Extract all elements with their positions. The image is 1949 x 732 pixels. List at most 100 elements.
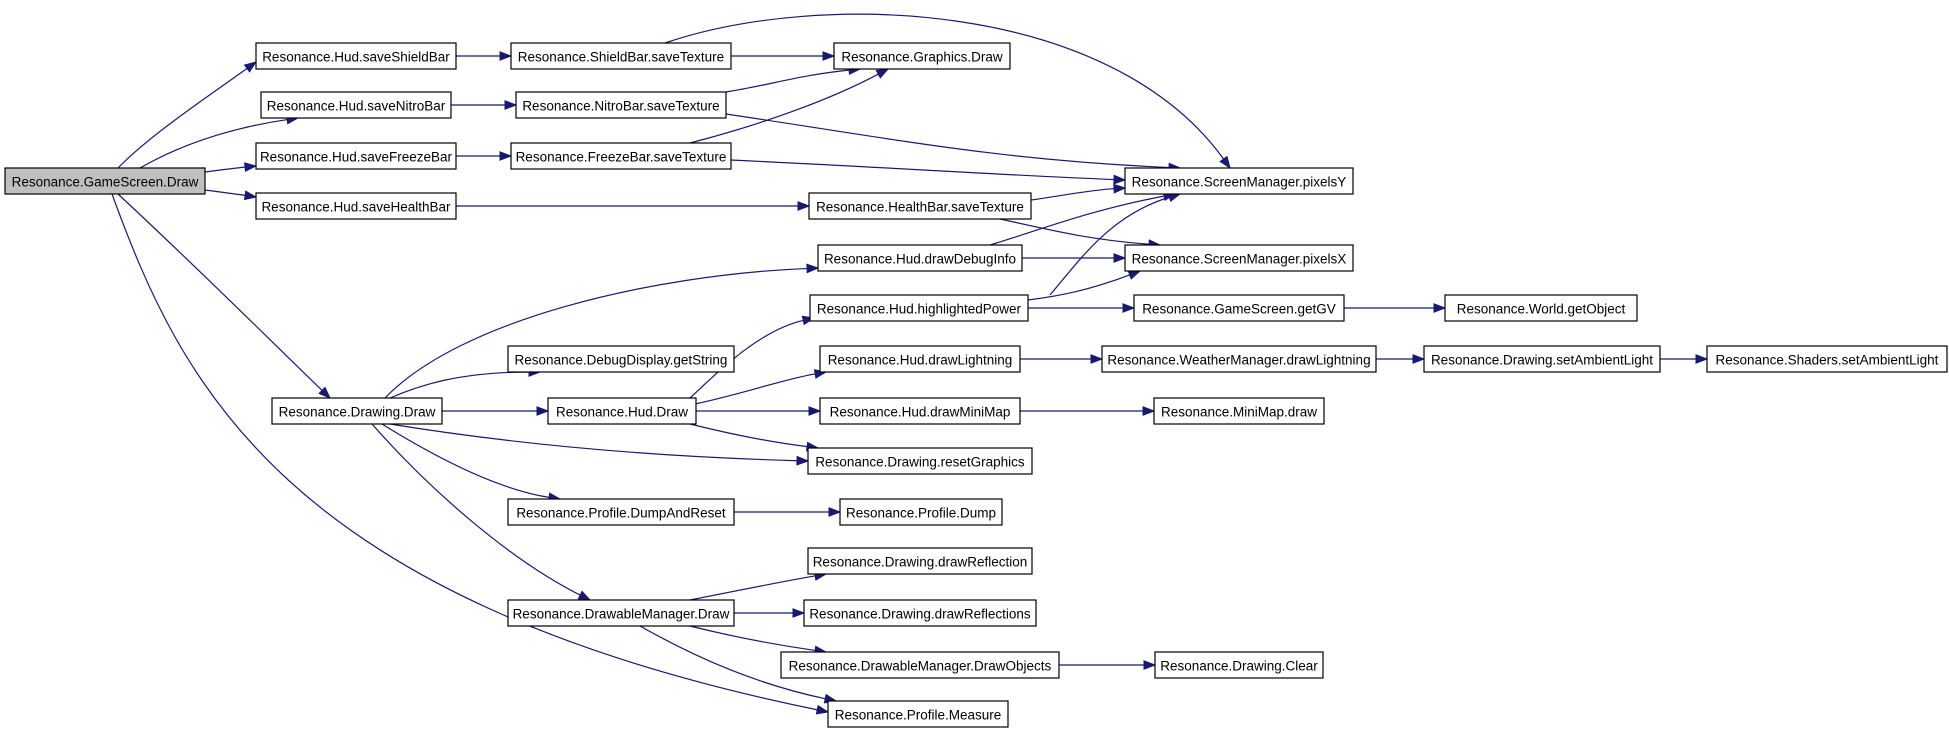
node-box[interactable] — [1423, 345, 1661, 373]
node-hud-drawdebuginfo[interactable]: Resonance.Hud.drawDebugInfo — [817, 244, 1023, 272]
node-box[interactable] — [1101, 345, 1377, 373]
edge-line — [389, 423, 799, 462]
node-nitrobar-savetexture[interactable]: Resonance.NitroBar.saveTexture — [515, 91, 727, 119]
node-hud-savefreezebar[interactable]: Resonance.Hud.saveFreezeBar — [255, 142, 457, 170]
node-gamescreen-draw[interactable]: Resonance.GameScreen.Draw — [4, 167, 206, 195]
node-screenmanager-pixelsx[interactable]: Resonance.ScreenManager.pixelsX — [1124, 244, 1354, 272]
node-box[interactable] — [271, 397, 443, 425]
edge-arrowhead — [815, 704, 830, 715]
node-label: Resonance.Drawing.drawReflections — [809, 607, 1031, 622]
node-box[interactable] — [780, 651, 1060, 679]
node-drawablemanager-drawobjects[interactable]: Resonance.DrawableManager.DrawObjects — [780, 651, 1060, 679]
edge-arrowhead — [1113, 253, 1127, 263]
node-drawing-draw[interactable]: Resonance.Drawing.Draw — [271, 397, 443, 425]
edge-line — [664, 13, 1225, 161]
node-box[interactable] — [839, 498, 1003, 526]
node-healthbar-savetexture[interactable]: Resonance.HealthBar.saveTexture — [808, 192, 1032, 220]
edge-line — [639, 625, 827, 700]
edge-hud_highlightedpower-to-gamescreen_getgv — [1027, 303, 1136, 313]
node-world-getobject[interactable]: Resonance.World.getObject — [1444, 294, 1638, 322]
node-drawing-drawreflection[interactable]: Resonance.Drawing.drawReflection — [807, 547, 1033, 575]
node-label: Resonance.GameScreen.Draw — [12, 175, 199, 190]
node-box[interactable] — [1124, 167, 1354, 195]
edge-arrowhead — [577, 590, 592, 601]
node-debugdisplay-getstring[interactable]: Resonance.DebugDisplay.getString — [507, 345, 735, 373]
node-box[interactable] — [507, 599, 735, 627]
node-box[interactable] — [807, 447, 1033, 475]
node-box[interactable] — [819, 397, 1021, 425]
node-box[interactable] — [260, 91, 452, 119]
edge-hud_saveshieldbar-to-shieldbar_savetexture — [456, 51, 513, 61]
node-box[interactable] — [1706, 345, 1948, 373]
node-box[interactable] — [819, 345, 1021, 373]
node-box[interactable] — [4, 167, 206, 195]
node-minimap-draw[interactable]: Resonance.MiniMap.draw — [1153, 397, 1325, 425]
node-box[interactable] — [1444, 294, 1638, 322]
node-weathermanager-drawlightning[interactable]: Resonance.WeatherManager.drawLightning — [1101, 345, 1377, 373]
node-label: Resonance.Hud.saveHealthBar — [261, 200, 451, 215]
node-hud-savehealthbar[interactable]: Resonance.Hud.saveHealthBar — [255, 192, 457, 220]
node-box[interactable] — [827, 700, 1009, 728]
node-drawing-drawreflections[interactable]: Resonance.Drawing.drawReflections — [803, 599, 1037, 627]
node-box[interactable] — [515, 91, 727, 119]
node-screenmanager-pixelsy[interactable]: Resonance.ScreenManager.pixelsY — [1124, 167, 1354, 195]
node-hud-highlightedpower[interactable]: Resonance.Hud.highlightedPower — [809, 294, 1029, 322]
node-drawing-setambientlight[interactable]: Resonance.Drawing.setAmbientLight — [1423, 345, 1661, 373]
node-hud-drawlightning[interactable]: Resonance.Hud.drawLightning — [819, 345, 1021, 373]
node-box[interactable] — [255, 142, 457, 170]
edge-hud_savenitrobar-to-nitrobar_savetexture — [450, 100, 518, 110]
node-hud-savenitrobar[interactable]: Resonance.Hud.saveNitroBar — [260, 91, 452, 119]
node-box[interactable] — [1124, 244, 1354, 272]
node-box[interactable] — [507, 498, 735, 526]
node-box[interactable] — [809, 294, 1029, 322]
node-box[interactable] — [1133, 294, 1345, 322]
node-shieldbar-savetexture[interactable]: Resonance.ShieldBar.saveTexture — [510, 42, 732, 70]
node-freezebar-savetexture[interactable]: Resonance.FreezeBar.saveTexture — [510, 142, 732, 170]
node-label: Resonance.Drawing.Clear — [1160, 659, 1318, 674]
node-profile-dump[interactable]: Resonance.Profile.Dump — [839, 498, 1003, 526]
edge-arrowhead — [1433, 303, 1447, 313]
node-gamescreen-getgv[interactable]: Resonance.GameScreen.getGV — [1133, 294, 1345, 322]
edge-line — [1030, 187, 1116, 201]
edge-line — [111, 193, 819, 711]
edge-arrowhead — [796, 455, 810, 466]
node-box[interactable] — [817, 244, 1023, 272]
node-hud-drawminimap[interactable]: Resonance.Hud.drawMiniMap — [819, 397, 1021, 425]
node-box[interactable] — [807, 547, 1033, 575]
edge-arrowhead — [504, 100, 518, 110]
edge-arrowhead — [318, 386, 332, 399]
node-box[interactable] — [833, 42, 1011, 70]
node-profile-dumpandreset[interactable]: Resonance.Profile.DumpAndReset — [507, 498, 735, 526]
edge-line — [204, 189, 247, 197]
node-graphics-draw[interactable]: Resonance.Graphics.Draw — [833, 42, 1011, 70]
edge-line — [204, 166, 247, 173]
edge-line — [689, 373, 817, 406]
node-label: Resonance.Shaders.setAmbientLight — [1716, 353, 1939, 368]
edge-hud_savefreezebar-to-freezebar_savetexture — [455, 151, 513, 161]
node-label: Resonance.Drawing.drawReflection — [813, 555, 1028, 570]
node-box[interactable] — [1153, 397, 1325, 425]
node-profile-measure[interactable]: Resonance.Profile.Measure — [827, 700, 1009, 728]
edge-gamescreen_draw-to-profile_measure — [111, 193, 830, 715]
node-drawing-clear[interactable]: Resonance.Drawing.Clear — [1154, 651, 1324, 679]
node-box[interactable] — [510, 142, 732, 170]
node-box[interactable] — [507, 345, 735, 373]
edge-line — [725, 69, 851, 93]
edge-line — [730, 159, 1116, 181]
node-drawing-resetgraphics[interactable]: Resonance.Drawing.resetGraphics — [807, 447, 1033, 475]
node-shaders-setambientlight[interactable]: Resonance.Shaders.setAmbientLight — [1706, 345, 1948, 373]
node-box[interactable] — [1154, 651, 1324, 679]
edge-layer — [111, 13, 1709, 715]
node-box[interactable] — [510, 42, 732, 70]
node-hud-draw[interactable]: Resonance.Hud.Draw — [547, 397, 697, 425]
edge-arrowhead — [1113, 174, 1127, 185]
node-box[interactable] — [803, 599, 1037, 627]
node-drawablemanager-draw[interactable]: Resonance.DrawableManager.Draw — [507, 599, 735, 627]
edge-arrowhead — [1127, 270, 1142, 280]
node-box[interactable] — [255, 192, 457, 220]
node-box[interactable] — [547, 397, 697, 425]
node-hud-saveshieldbar[interactable]: Resonance.Hud.saveShieldBar — [255, 42, 457, 70]
edge-drawablemanager_draw-to-drawing_drawreflection — [689, 571, 828, 601]
node-box[interactable] — [808, 192, 1032, 220]
node-box[interactable] — [255, 42, 457, 70]
